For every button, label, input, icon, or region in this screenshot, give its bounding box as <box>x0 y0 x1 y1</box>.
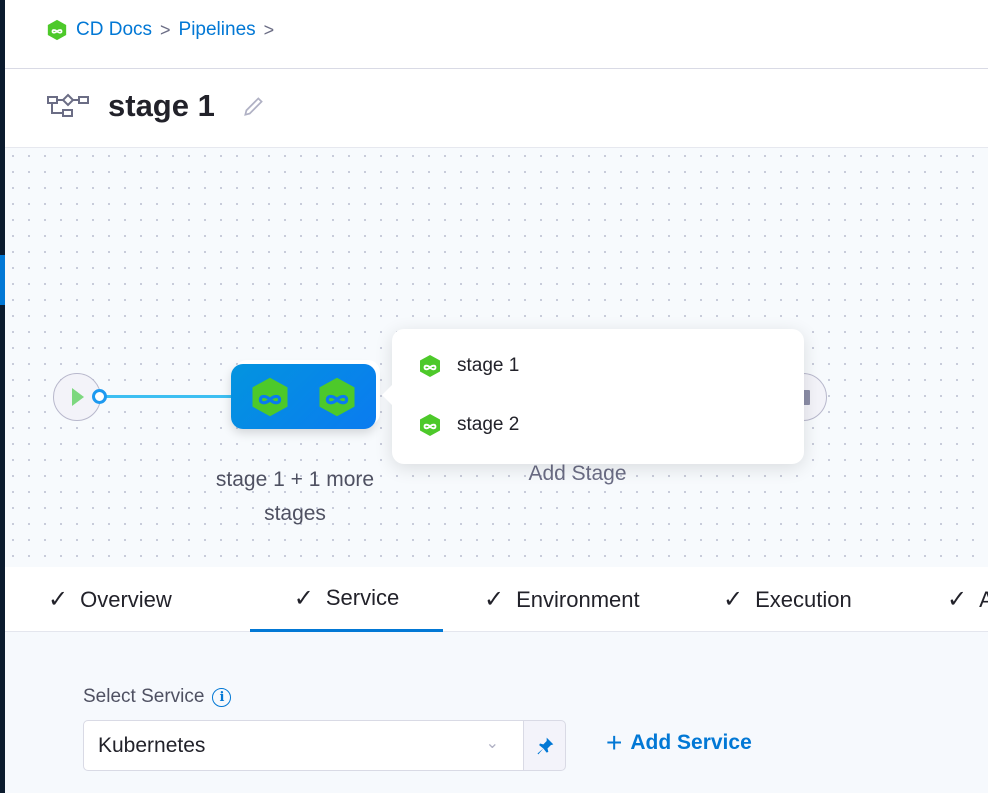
info-icon[interactable]: i <box>212 687 232 707</box>
play-icon <box>72 388 84 406</box>
page-header: stage 1 <box>46 88 267 124</box>
tab-label: Execution <box>755 586 852 612</box>
cd-stage-icon <box>319 377 355 416</box>
tab-execution[interactable]: ✓ Execution <box>723 567 852 632</box>
service-select[interactable]: Kubernetes ⌄ <box>83 720 524 771</box>
stage-group-popover: stage 1 stage 2 <box>382 329 804 464</box>
select-service-label: Select Service i <box>83 686 232 708</box>
breadcrumb-cd-docs[interactable]: CD Docs <box>76 19 153 40</box>
pipeline-stage-icon <box>47 93 89 117</box>
add-stage-button[interactable]: Add Stage <box>528 462 627 485</box>
edit-pencil-icon[interactable] <box>241 93 267 119</box>
cd-stage-icon <box>420 355 440 377</box>
popover-item-label: stage 2 <box>457 414 520 435</box>
stop-icon <box>802 390 810 405</box>
breadcrumb-separator: > <box>160 19 171 40</box>
left-nav-strip <box>0 0 5 793</box>
tab-label: Service <box>325 585 400 610</box>
tab-label: Overview <box>80 586 172 612</box>
breadcrumb-separator: > <box>263 19 275 40</box>
connector-port[interactable] <box>92 389 107 404</box>
nav-active-indicator <box>0 255 5 305</box>
check-icon: ✓ <box>723 586 744 613</box>
stage-group-label: stage 1 + 1 more stages <box>215 468 375 525</box>
pin-icon <box>537 737 553 754</box>
selected-value: Kubernetes <box>98 733 206 757</box>
plus-icon: + <box>606 727 623 758</box>
add-service-button[interactable]: + Add Service <box>606 727 752 758</box>
breadcrumb: CD Docs > Pipelines > <box>46 19 274 41</box>
tab-label: Environment <box>516 586 640 612</box>
popover-item-label: stage 1 <box>457 355 520 376</box>
page-title: stage 1 <box>108 88 215 123</box>
pin-button[interactable] <box>523 720 566 771</box>
popover-item-stage-2[interactable]: stage 2 <box>418 413 519 437</box>
stage-tabs: ✓ Overview ✓ Service ✓ Environment ✓ Executi… <box>5 567 988 632</box>
check-icon: ✓ <box>48 586 69 613</box>
tab-label: A <box>979 586 988 612</box>
cd-stage-icon <box>252 377 288 416</box>
connector-line <box>106 395 232 398</box>
check-icon: ✓ <box>947 586 968 613</box>
breadcrumb-pipelines[interactable]: Pipelines <box>178 19 256 40</box>
cd-stage-icon <box>420 414 440 436</box>
check-icon: ✓ <box>293 584 314 612</box>
tab-advanced[interactable]: ✓A <box>947 567 988 632</box>
label-text: Select Service <box>83 686 205 707</box>
popover-item-stage-1[interactable]: stage 1 <box>418 354 519 378</box>
add-service-label: Add Service <box>630 731 752 754</box>
check-icon: ✓ <box>484 586 505 613</box>
chevron-down-icon: ⌄ <box>485 735 499 752</box>
divider <box>5 68 988 69</box>
cd-module-icon <box>47 19 67 41</box>
tab-overview[interactable]: ✓ Overview <box>48 567 172 632</box>
tab-environment[interactable]: ✓ Environment <box>484 567 640 632</box>
stage-group-node[interactable] <box>231 364 376 429</box>
tab-service[interactable]: ✓ Service <box>250 567 443 632</box>
